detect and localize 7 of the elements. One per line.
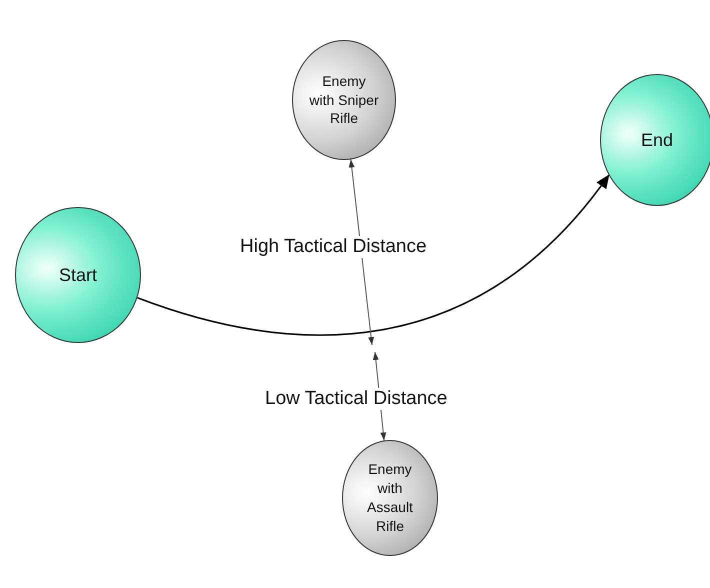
distance-label: High Tactical Distance — [240, 236, 427, 258]
node-label: Enemy with Sniper Rifle — [309, 72, 379, 128]
node-label: End — [640, 128, 674, 152]
node-label: Enemy with Assault Rifle — [366, 460, 414, 536]
node-label: Start — [58, 264, 98, 287]
arrow — [137, 174, 610, 336]
distance-label: Low Tactical Distance — [265, 388, 448, 410]
